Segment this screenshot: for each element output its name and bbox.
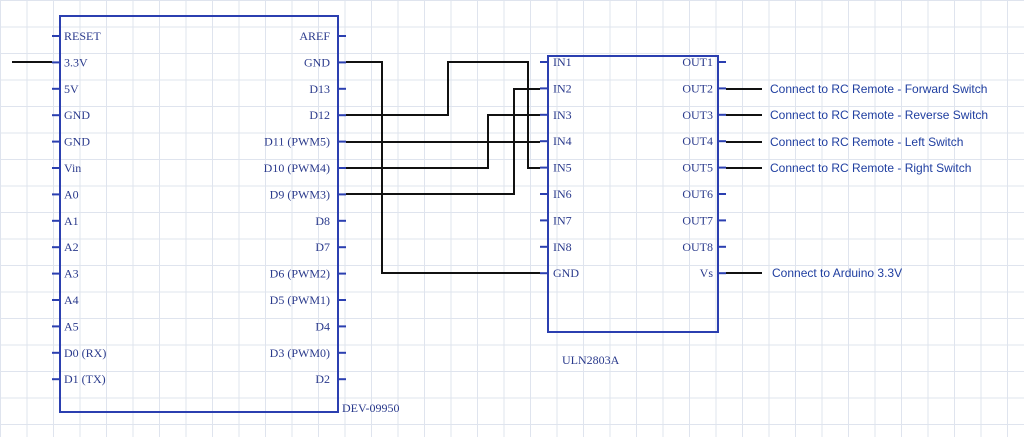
annotation-reverse-switch: Connect to RC Remote - Reverse Switch (770, 108, 988, 122)
arduino-pin-label-d9-pwm3-6: D9 (PWM3) (270, 187, 330, 201)
driver-pin-label-in7-6: IN7 (553, 213, 572, 227)
arduino-pin-label-d6-pwm2-9: D6 (PWM2) (270, 267, 330, 281)
annotation-forward-switch: Connect to RC Remote - Forward Switch (770, 82, 987, 96)
arduino-pin-label-a5-11: A5 (64, 319, 79, 333)
arduino-pin-label-d12-3: D12 (309, 108, 330, 122)
arduino-pin-label-vin-5: Vin (64, 161, 81, 175)
driver-pin-label-out6-5: OUT6 (682, 187, 713, 201)
driver-pin-label-in3-2: IN3 (553, 108, 572, 122)
arduino-block (59, 15, 339, 413)
driver-pin-label-out7-6: OUT7 (682, 213, 713, 227)
arduino-pin-label-a2-8: A2 (64, 240, 79, 254)
arduino-pin-label-d0-rx-12: D0 (RX) (64, 346, 106, 360)
arduino-part-label: DEV-09950 (342, 401, 400, 415)
arduino-pin-label-a0-6: A0 (64, 187, 79, 201)
arduino-pin-label-d2-13: D2 (315, 372, 330, 386)
driver-pin-label-in1-0: IN1 (553, 55, 572, 69)
arduino-pin-label-a1-7: A1 (64, 214, 79, 228)
driver-pin-label-out8-7: OUT8 (682, 240, 713, 254)
driver-pin-label-out3-2: OUT3 (682, 108, 713, 122)
arduino-pin-label-aref-0: AREF (299, 29, 330, 43)
arduino-pin-label-d8-7: D8 (315, 214, 330, 228)
driver-pin-label-in5-4: IN5 (553, 161, 572, 175)
driver-part-label: ULN2803A (562, 353, 620, 367)
arduino-pin-label-d7-8: D7 (315, 240, 330, 254)
driver-pin-label-in4-3: IN4 (553, 134, 572, 148)
arduino-pin-label-d4-11: D4 (315, 319, 330, 333)
driver-pin-label-out4-3: OUT4 (682, 134, 713, 148)
arduino-pin-label-d10-pwm4-5: D10 (PWM4) (264, 161, 330, 175)
arduino-pin-label-reset-0: RESET (64, 29, 101, 43)
driver-pin-label-in8-7: IN8 (553, 240, 572, 254)
driver-pin-label-in2-1: IN2 (553, 81, 572, 95)
wires (12, 61, 762, 274)
wire-d12-to-in5 (346, 61, 540, 169)
arduino-pin-label-d3-pwm0-12: D3 (PWM0) (270, 346, 330, 360)
arduino-pin-label-d5-pwm1-10: D5 (PWM1) (270, 293, 330, 307)
driver-pin-label-out2-1: OUT2 (682, 81, 713, 95)
annotation-arduino-3v3: Connect to Arduino 3.3V (772, 266, 902, 280)
driver-pin-label-gnd-8: GND (553, 266, 579, 280)
arduino-pin-label-a4-10: A4 (64, 293, 79, 307)
arduino-pin-label-gnd-3: GND (64, 108, 90, 122)
annotation-left-switch: Connect to RC Remote - Left Switch (770, 135, 963, 149)
arduino-pin-label-d11-pwm5-4: D11 (PWM5) (264, 135, 330, 149)
driver-pin-label-vs-8: Vs (700, 266, 714, 280)
arduino-pin-label-gnd-1: GND (304, 55, 330, 69)
arduino-pin-label-d1-tx-13: D1 (TX) (64, 372, 106, 386)
driver-pin-label-out1-0: OUT1 (682, 55, 713, 69)
arduino-pin-label-3-3v-1: 3.3V (64, 55, 88, 69)
annotation-right-switch: Connect to RC Remote - Right Switch (770, 161, 971, 175)
driver-pin-label-out5-4: OUT5 (682, 161, 713, 175)
arduino-pin-label-5v-2: 5V (64, 82, 79, 96)
arduino-pin-label-gnd-4: GND (64, 135, 90, 149)
arduino-pin-label-a3-9: A3 (64, 267, 79, 281)
arduino-pin-label-d13-2: D13 (309, 82, 330, 96)
wire-d9-to-in2 (346, 88, 540, 195)
driver-pin-label-in6-5: IN6 (553, 187, 572, 201)
